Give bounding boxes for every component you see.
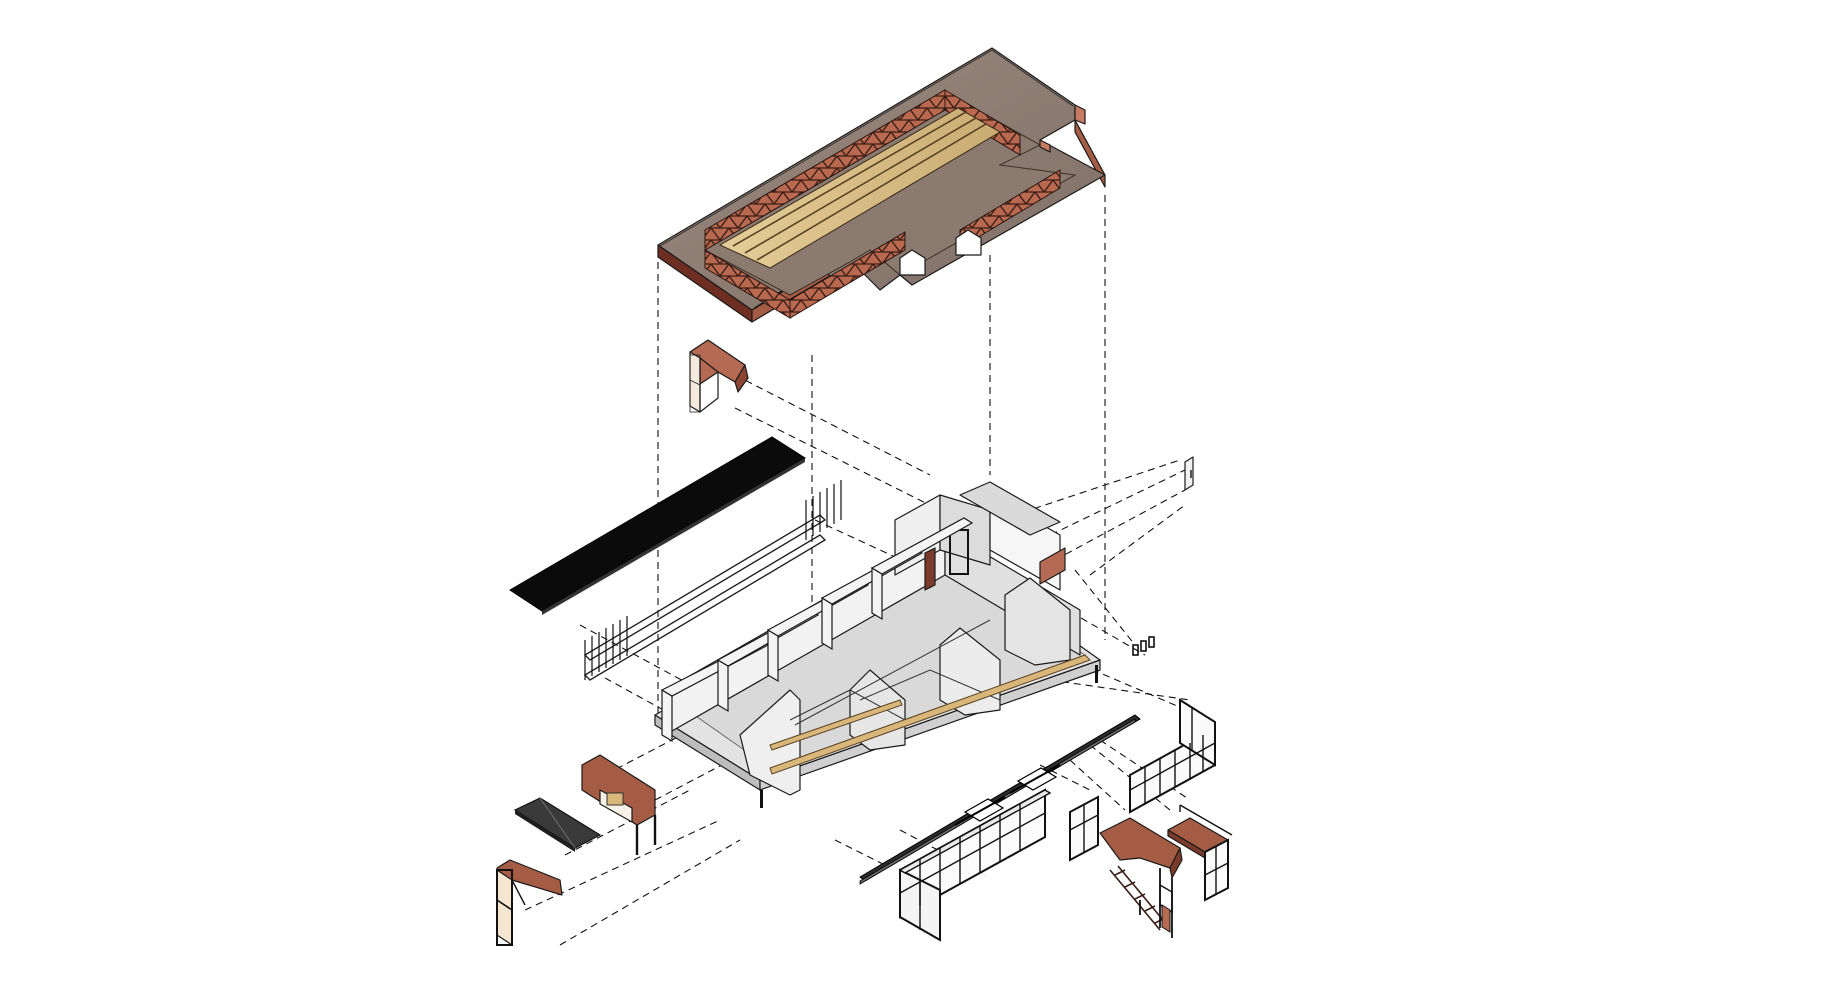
beam-rail-assembly xyxy=(859,714,1141,885)
entrance-canopy-box xyxy=(581,754,657,855)
glazed-enclosure-front xyxy=(898,788,1052,942)
main-structure xyxy=(654,481,1101,808)
stair-tower xyxy=(1099,817,1183,938)
canopy-module-right xyxy=(1167,804,1233,902)
canopy-module-upper xyxy=(689,339,749,413)
railing-frame xyxy=(583,480,842,681)
window-units-small xyxy=(1132,636,1155,656)
canopy-module-lower xyxy=(496,859,563,946)
dark-slab-panel xyxy=(513,797,602,852)
wall-sign-panel xyxy=(1184,456,1194,491)
solar-panel-strip xyxy=(509,436,806,615)
window-unit-single xyxy=(1069,795,1099,862)
glazed-enclosure-right xyxy=(1129,698,1216,814)
roof-assembly xyxy=(657,47,1106,323)
